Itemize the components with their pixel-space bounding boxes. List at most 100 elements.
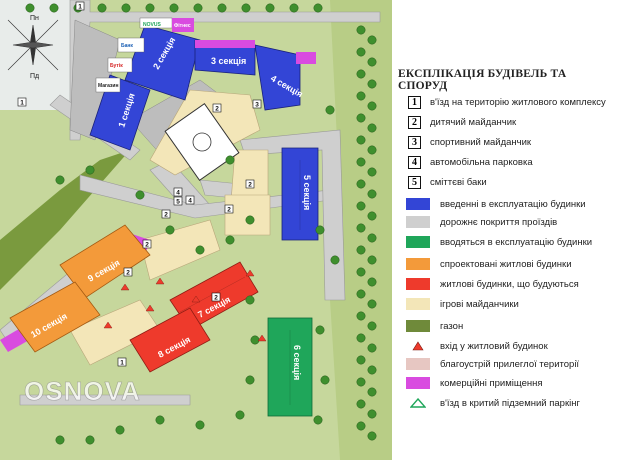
tree-icon	[241, 3, 251, 13]
map-marker: 3	[252, 99, 262, 109]
tree-icon	[265, 3, 275, 13]
map-marker: 4	[185, 195, 195, 205]
map-marker: 2	[142, 239, 152, 249]
legend-number-box: 2	[408, 115, 421, 129]
site-plan-map: 1 секція 2 секція 3 секція 4 секція 5 се…	[0, 0, 392, 460]
tree-icon	[367, 365, 377, 375]
legend-item-label: дитячий майданчик	[430, 116, 517, 128]
legend-color-item-2: дорожнє покриття проїздів	[406, 214, 557, 230]
legend-color-swatch	[406, 216, 430, 228]
trees	[25, 3, 377, 445]
legend-item-label: спроектовані житлові будинки	[440, 258, 572, 270]
tree-icon	[169, 3, 179, 13]
tree-icon	[315, 225, 325, 235]
legend-color-item-9: благоустрій прилеглої території	[406, 356, 579, 372]
legend-color-item-5: житлові будинки, що будуються	[406, 276, 579, 292]
tree-icon	[49, 3, 59, 13]
entrance-triangle-icon	[406, 339, 430, 353]
section-10-building	[9, 281, 101, 353]
legend-item-label: в'їзд в критий підземний паркінг	[440, 397, 580, 409]
legend-item-label: в'їзд на територію житлового комплексу	[430, 96, 606, 108]
tree-icon	[55, 435, 65, 445]
map-marker-number: 2	[164, 212, 168, 219]
legend-color-swatch	[406, 358, 430, 370]
watermark: OSNOVA	[24, 376, 141, 406]
tree-icon	[367, 79, 377, 89]
store-sign-shop: Магазин	[98, 83, 119, 89]
tree-icon	[195, 245, 205, 255]
map-marker-number: 4	[176, 190, 180, 197]
tree-icon	[245, 215, 255, 225]
legend-item-label: газон	[440, 320, 464, 332]
legend-title: ЕКСПЛІКАЦІЯ БУДІВЕЛЬ ТА СПОРУД	[398, 68, 567, 92]
tree-icon	[217, 3, 227, 13]
tree-icon	[356, 91, 366, 101]
legend-item-label: вхід у житловий будинок	[440, 340, 548, 352]
tree-icon	[367, 189, 377, 199]
legend-color-item-10: комерційні приміщення	[406, 375, 543, 391]
tree-icon	[367, 299, 377, 309]
map-marker-number: 1	[78, 4, 82, 11]
legend-item-label: спортивний майданчик	[430, 136, 532, 148]
tree-icon	[97, 3, 107, 13]
legend-color-item-3: вводяться в експлуатацію будинки	[406, 234, 592, 250]
tree-icon	[225, 155, 235, 165]
legend-color-swatch	[406, 258, 430, 270]
legend-item-label: благоустрій прилеглої території	[440, 358, 580, 370]
store-sign-novus: NOVUS	[143, 22, 161, 28]
tree-icon	[367, 145, 377, 155]
tree-icon	[313, 415, 323, 425]
map-marker-number: 2	[145, 242, 149, 249]
compass-north-label: Пн	[30, 15, 39, 22]
buildings-commissioned	[89, 24, 319, 241]
parking-entry-icon	[406, 396, 430, 410]
tree-icon	[356, 267, 366, 277]
tree-icon	[315, 325, 325, 335]
map-marker: 1	[75, 1, 85, 11]
tree-icon	[356, 245, 366, 255]
tree-icon	[367, 35, 377, 45]
legend-color-swatch	[406, 377, 430, 389]
section-4-building	[254, 44, 301, 111]
section-6-label: 6 секція	[292, 345, 302, 380]
tree-icon	[356, 355, 366, 365]
tree-icon	[356, 421, 366, 431]
tree-icon	[356, 135, 366, 145]
tree-icon	[367, 343, 377, 353]
legend-item-label: введенні в експлуатацію будинки	[440, 198, 586, 210]
section-6-building	[267, 317, 313, 417]
map-marker: 2	[224, 204, 234, 214]
map-marker: 2	[212, 103, 222, 113]
store-sign-boutique: Бутік	[110, 63, 123, 69]
sports-field	[164, 102, 240, 182]
tree-icon	[356, 289, 366, 299]
legend-color-swatch	[406, 320, 430, 332]
legend-color-item-7: газон	[406, 318, 463, 334]
map-marker-number: 5	[176, 199, 180, 206]
tree-icon	[356, 179, 366, 189]
tree-icon	[55, 175, 65, 185]
section-1-building	[89, 74, 151, 151]
tree-icon	[85, 435, 95, 445]
legend-color-swatch	[406, 198, 430, 210]
map-marker: 4	[173, 187, 183, 197]
tree-icon	[245, 295, 255, 305]
legend-color-item-4: спроектовані житлові будинки	[406, 256, 572, 272]
tree-icon	[356, 201, 366, 211]
tree-icon	[193, 3, 203, 13]
street-area	[0, 0, 70, 110]
tree-icon	[225, 235, 235, 245]
legend-color-swatch	[406, 278, 430, 290]
compass-south-label: Пд	[30, 73, 39, 80]
tree-icon	[145, 3, 155, 13]
map-marker: 2	[123, 267, 133, 277]
map-marker: 2	[161, 209, 171, 219]
map-marker-number: 2	[227, 207, 231, 214]
legend-color-item-1: введенні в експлуатацію будинки	[406, 196, 586, 212]
section-3-label: 3 секція	[211, 56, 246, 66]
tree-icon	[356, 311, 366, 321]
